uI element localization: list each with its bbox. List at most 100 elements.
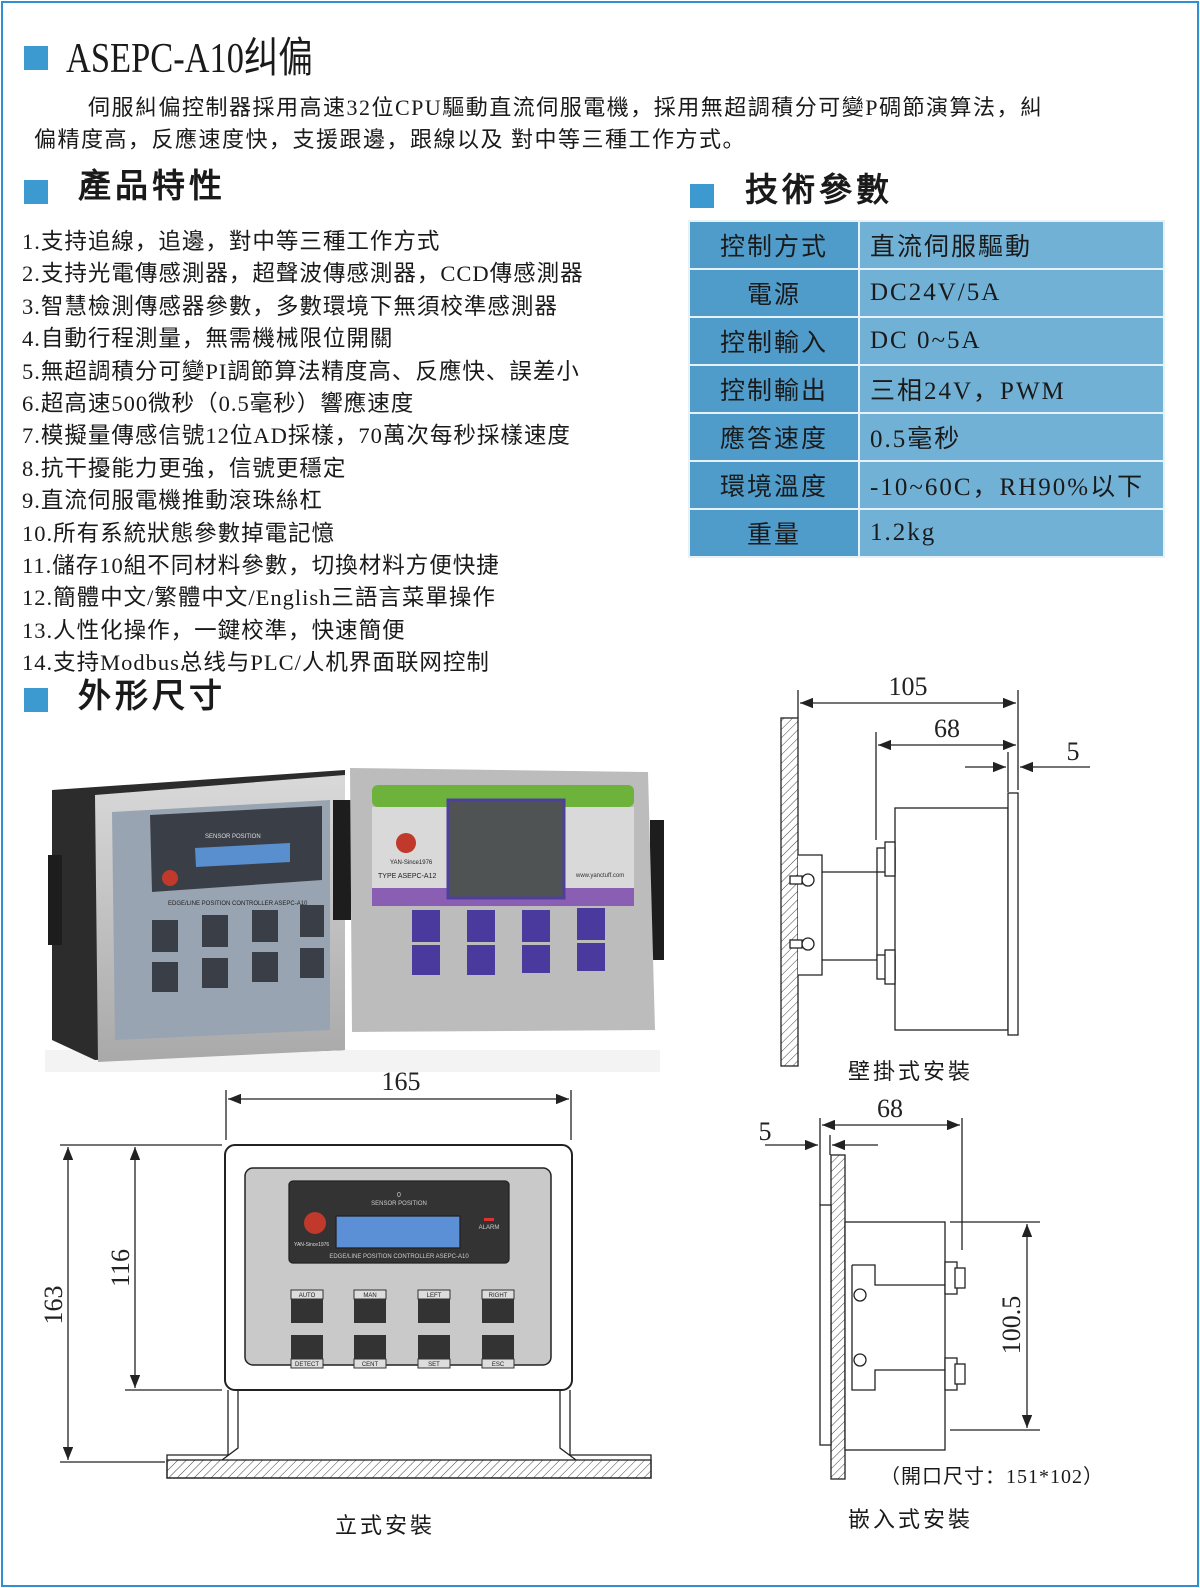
stand-device-labels: SENSOR POSITION 0 ALARM YAN-Since1976 ED… xyxy=(290,1192,515,1369)
spec-value: 三相24V，PWM xyxy=(858,364,1165,414)
brand-logo-icon xyxy=(304,1212,326,1234)
spec-value: DC24V/5A xyxy=(858,268,1165,318)
a12-type-label: TYPE ASEPC-A12 xyxy=(378,873,436,880)
spec-key: 電源 xyxy=(688,268,860,318)
alarm-label: ALARM xyxy=(479,1225,500,1231)
features-heading: 產品特性 xyxy=(78,169,226,205)
feature-item: 12.簡體中文/繁體中文/English三語言菜單操作 xyxy=(22,585,496,611)
a12-brand-label: YAN-Since1976 xyxy=(390,860,433,866)
feature-item: 14.支持Modbus总线与PLC/人机界面联网控制 xyxy=(22,650,490,676)
spec-key: 應答速度 xyxy=(688,412,860,462)
stand-dim-116: 116 xyxy=(106,1249,135,1287)
brand-logo-icon xyxy=(396,833,416,853)
stand-mount-caption: 立式安裝 xyxy=(335,1513,436,1538)
svg-text:SET: SET xyxy=(428,1362,440,1368)
wall-dim-105: 105 xyxy=(889,672,928,701)
feature-item: 1.支持追線，追邊，對中等三種工作方式 xyxy=(22,229,441,254)
key-right: RIGHT xyxy=(481,1289,515,1323)
feature-item: 6.超高速500微秒（0.5毫秒）響應速度 xyxy=(22,391,415,417)
feature-item: 7.模擬量傳感信號12位AD採樣，70萬次每秒採樣速度 xyxy=(22,423,571,449)
key-esc: ESC xyxy=(481,1335,515,1369)
key-man: MAN xyxy=(353,1289,387,1323)
table-row: 控制輸出三相24V，PWM xyxy=(688,364,1165,414)
feature-item: 10.所有系統狀態參數掉電記憶 xyxy=(22,520,336,546)
lcd-screen xyxy=(446,798,566,900)
stand-dim-163: 163 xyxy=(39,1286,68,1325)
spec-key: 環境溫度 xyxy=(688,460,860,510)
key-cent: CENT xyxy=(353,1335,387,1369)
svg-text:RIGHT: RIGHT xyxy=(489,1293,508,1299)
a10-model-label: EDGE/LINE POSITION CONTROLLER ASEPC-A10 xyxy=(168,901,308,907)
feature-item: 13.人性化操作，一鍵校準，快速簡便 xyxy=(22,617,406,643)
dimensions-heading: 外形尺寸 xyxy=(78,679,226,715)
embed-dim-68: 68 xyxy=(877,1094,903,1123)
specs-heading: 技術參數 xyxy=(745,173,893,209)
product-photo: SENSOR POSITION EDGE/LINE POSITION CONTR… xyxy=(45,768,664,1072)
a10-keypad xyxy=(152,905,324,992)
svg-text:CENT: CENT xyxy=(362,1362,379,1368)
feature-item: 5.無超調積分可變PI調節算法精度高、反應快、誤差小 xyxy=(22,358,580,384)
table-row: 環境溫度-10~60C，RH90%以下 xyxy=(688,460,1165,510)
embed-dim-5: 5 xyxy=(759,1117,772,1146)
cutout-size-note: （開口尺寸：151*102） xyxy=(880,1466,1104,1488)
key-auto: AUTO xyxy=(290,1289,324,1323)
title-bullet xyxy=(24,46,48,70)
spec-value: DC 0~5A xyxy=(858,316,1165,366)
table-row: 控制方式直流伺服驅動 xyxy=(688,220,1165,270)
a12-keypad xyxy=(412,908,605,975)
spec-value: 直流伺服驅動 xyxy=(858,220,1165,270)
key-detect: DETECT xyxy=(290,1335,324,1369)
spec-key: 控制輸出 xyxy=(688,364,860,414)
stand-mount-drawing xyxy=(60,1090,652,1479)
dimensions-bullet xyxy=(24,688,48,712)
feature-item: 2.支持光電傳感測器，超聲波傳感測器，CCD傳感測器 xyxy=(22,261,584,287)
wall-dim-68: 68 xyxy=(934,714,960,743)
svg-text:AUTO: AUTO xyxy=(299,1293,316,1299)
feature-item: 9.直流伺服電機推動滾珠絲杠 xyxy=(22,488,323,514)
key-left: LEFT xyxy=(417,1289,451,1323)
svg-text:MAN: MAN xyxy=(363,1293,376,1299)
a12-website-label: www.yanctuff.com xyxy=(575,873,624,879)
svg-text:LEFT: LEFT xyxy=(427,1293,442,1299)
svg-text:DETECT: DETECT xyxy=(295,1362,319,1368)
embed-mount-caption: 嵌入式安裝 xyxy=(848,1507,974,1532)
embed-dim-100-5: 100.5 xyxy=(997,1296,1026,1355)
feature-item: 8.抗干擾能力更強，信號更穩定 xyxy=(22,455,347,481)
feature-item: 11.儲存10組不同材料參數，切換材料方便快捷 xyxy=(22,553,500,579)
brand-label: YAN-Since1976 xyxy=(294,1242,329,1248)
spec-value: 1.2kg xyxy=(858,508,1165,558)
brand-logo-icon xyxy=(162,870,178,886)
a10-sensor-label: SENSOR POSITION xyxy=(205,834,261,840)
page-title: ASEPC-A10纠偏 xyxy=(66,36,313,82)
features-bullet xyxy=(24,180,48,204)
keypad: AUTO MAN LEFT RIGHT DETECT CENT SET ESC xyxy=(290,1289,515,1369)
intro-paragraph: 伺服糾偏控制器採用高速32位CPU驅動直流伺服電機，採用無超調積分可變P碉節演算… xyxy=(34,92,1184,156)
spec-key: 控制方式 xyxy=(688,220,860,270)
spec-key: 重量 xyxy=(688,508,860,558)
wall-dim-5: 5 xyxy=(1067,737,1080,766)
intro-line: 伺服糾偏控制器採用高速32位CPU驅動直流伺服電機，採用無超調積分可變P碉節演算… xyxy=(88,95,1044,120)
svg-text:ESC: ESC xyxy=(492,1362,505,1368)
spec-value: 0.5毫秒 xyxy=(858,412,1165,462)
wall-mount-drawing xyxy=(780,690,1090,1067)
embed-mount-drawing xyxy=(765,1118,1040,1480)
zero-label: 0 xyxy=(397,1192,401,1199)
spec-value: -10~60C，RH90%以下 xyxy=(858,460,1165,510)
key-set: SET xyxy=(417,1335,451,1369)
spec-key: 控制輸入 xyxy=(688,316,860,366)
model-label: EDGE/LINE POSITION CONTROLLER ASEPC-A10 xyxy=(329,1254,469,1260)
intro-line: 偏精度高，反應速度快，支援跟邊，跟線以及 對中等三種工作方式。 xyxy=(34,127,747,152)
wall-mount-caption: 壁掛式安裝 xyxy=(848,1059,974,1084)
feature-item: 4.自動行程測量，無需機械限位開關 xyxy=(22,326,394,352)
specs-bullet xyxy=(690,184,714,208)
stand-dim-165: 165 xyxy=(382,1067,421,1096)
feature-item: 3.智慧檢測傳感器參數，多數環境下無須校準感測器 xyxy=(22,293,558,319)
features-list: 1.支持追線，追邊，對中等三種工作方式 2.支持光電傳感測器，超聲波傳感測器，C… xyxy=(22,226,584,680)
